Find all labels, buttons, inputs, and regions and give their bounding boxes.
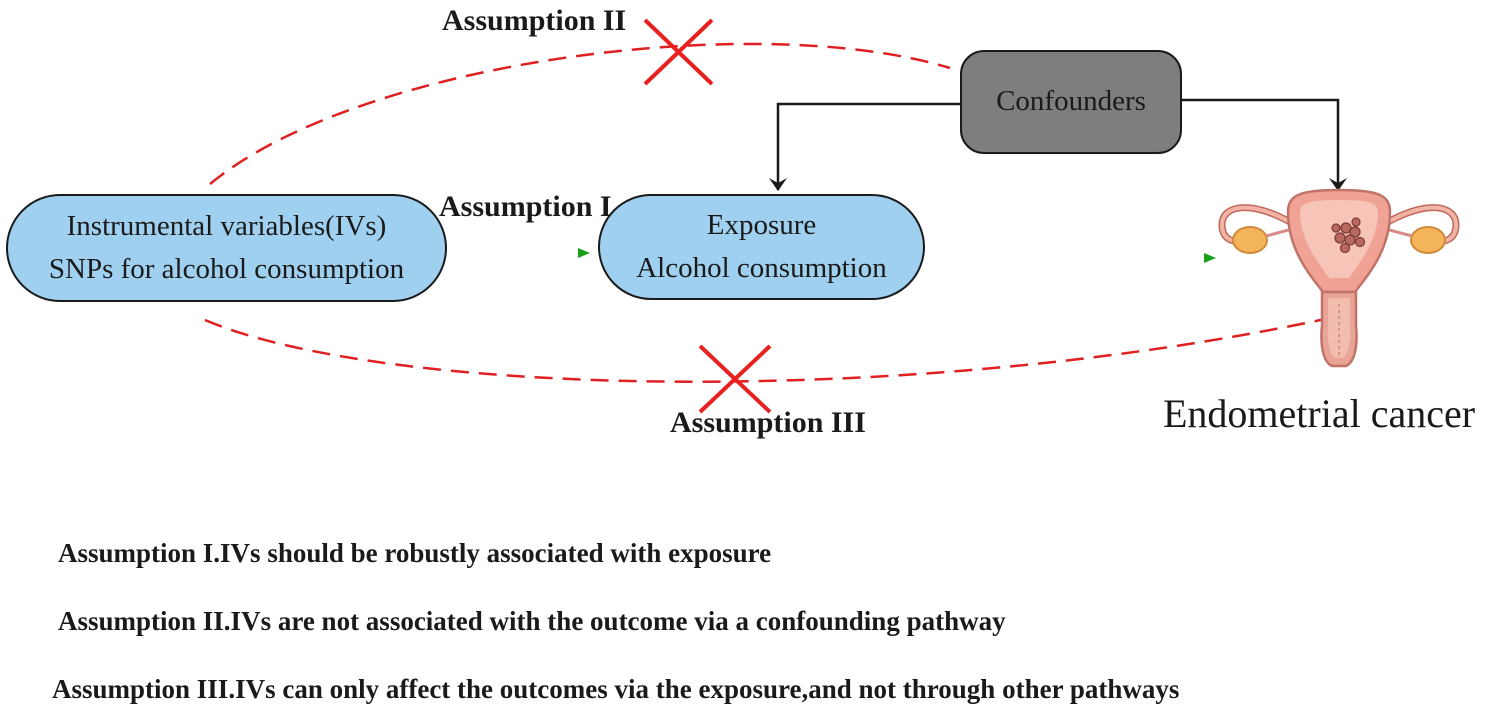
confounders-node-label: Confounders [996, 85, 1146, 118]
assumption-2-path [209, 42, 951, 185]
confounder-to-outcome-arrow [1182, 98, 1347, 191]
violation-cross-top [643, 18, 714, 86]
uterus-icon [1218, 188, 1460, 368]
outcome-label: Endometrial cancer [1163, 391, 1476, 436]
exposure-node-line2: Alcohol consumption [636, 252, 887, 284]
assumption-3-label: Assumption III [670, 406, 866, 439]
assumption-note-1: Assumption I.IVs should be robustly asso… [58, 538, 772, 568]
exposure-node: Exposure Alcohol consumption [598, 194, 925, 300]
assumption-note-2: Assumption II.IVs are not associated wit… [58, 606, 1006, 636]
confounders-node: Confounders [960, 50, 1182, 154]
assumption-3-path [204, 316, 1331, 383]
instrumental-variables-node: Instrumental variables(IVs) SNPs for alc… [6, 194, 447, 302]
confounder-to-exposure-arrow [769, 102, 960, 191]
assumption-2-label: Assumption II [442, 4, 627, 37]
iv-node-line2: SNPs for alcohol consumption [48, 253, 405, 285]
exposure-node-line1: Exposure [706, 208, 817, 241]
iv-node-line1: Instrumental variables(IVs) [66, 209, 387, 242]
violation-cross-bottom [698, 344, 772, 414]
assumption-1-label: Assumption I [439, 190, 612, 223]
assumption-note-3: Assumption III.IVs can only affect the o… [52, 674, 1180, 704]
